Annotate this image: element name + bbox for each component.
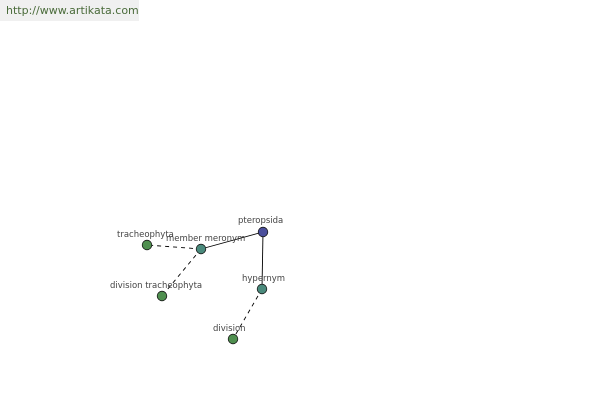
node-division-tracheophyta[interactable] — [156, 290, 168, 302]
node-tracheophyta[interactable] — [141, 239, 153, 251]
edge-member-meronym-to-division-tracheophyta — [161, 248, 202, 297]
node-label-tracheophyta[interactable]: tracheophyta — [117, 230, 174, 240]
node-label-hypernym[interactable]: hypernym — [242, 274, 285, 284]
node-label-division[interactable]: division — [213, 324, 246, 334]
source-url-banner[interactable]: http://www.artikata.com — [0, 0, 139, 21]
node-hypernym[interactable] — [256, 283, 268, 295]
labels-layer: pteropsida member meronym hypernym tracheop… — [110, 216, 285, 334]
edge-hypernym-to-division — [232, 288, 263, 340]
edges-layer — [146, 231, 264, 340]
nodes-layer — [141, 226, 269, 345]
node-pteropsida[interactable] — [257, 226, 269, 238]
node-label-division-tracheophyta[interactable]: division tracheophyta — [110, 281, 202, 291]
edge-member-meronym-to-tracheophyta — [146, 244, 202, 250]
node-label-pteropsida[interactable]: pteropsida — [238, 216, 283, 226]
node-label-member-meronym[interactable]: member meronym — [166, 234, 245, 244]
edge-pteropsida-to-member-meronym — [200, 231, 264, 250]
node-division[interactable] — [227, 333, 239, 345]
node-member-meronym[interactable] — [195, 243, 207, 255]
edge-pteropsida-to-hypernym — [261, 231, 264, 290]
